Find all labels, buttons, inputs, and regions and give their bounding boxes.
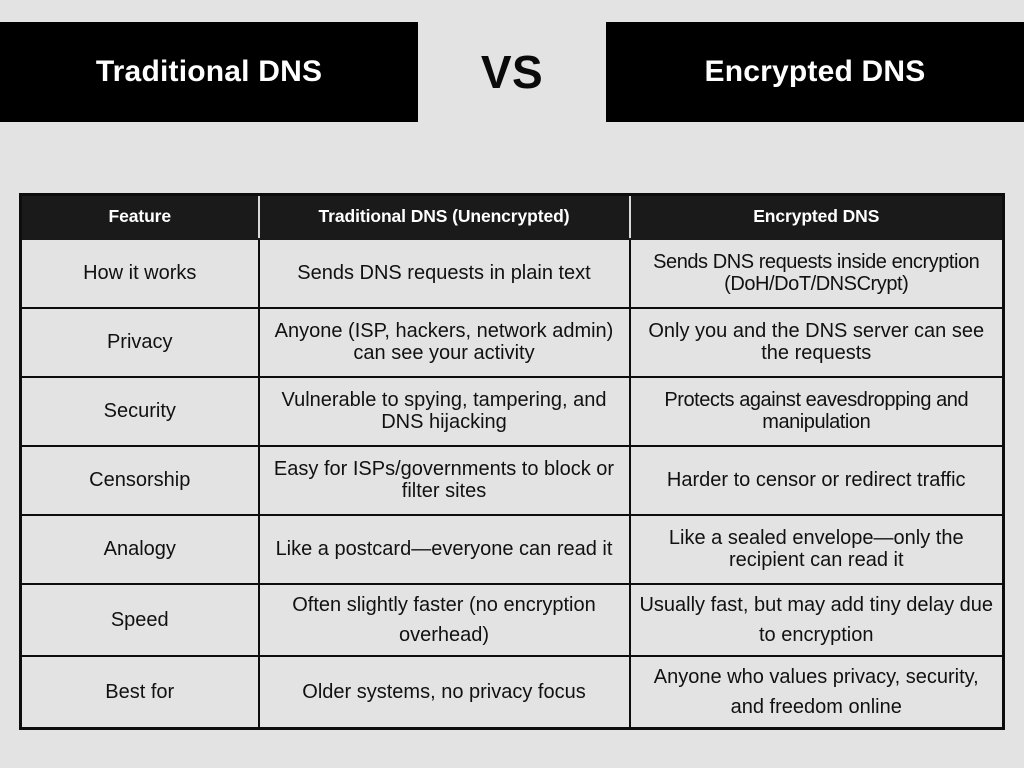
table-row: Censorship Easy for ISPs/governments to …	[19, 444, 1005, 516]
cell-feature: How it works	[19, 237, 260, 309]
cell-feature: Security	[19, 375, 260, 447]
cell-traditional: Anyone (ISP, hackers, network admin) can…	[257, 306, 631, 378]
cell-feature: Best for	[19, 654, 260, 729]
column-header-encrypted: Encrypted DNS	[628, 193, 1005, 240]
versus-text: VS	[480, 46, 544, 98]
cell-feature: Speed	[19, 582, 260, 657]
cell-traditional: Like a postcard—everyone can read it	[257, 513, 631, 585]
cell-encrypted: Usually fast, but may add tiny delay due…	[628, 582, 1005, 657]
table-row: Best for Older systems, no privacy focus…	[19, 654, 1005, 729]
column-header-feature: Feature	[19, 193, 260, 240]
cell-encrypted: Harder to censor or redirect traffic	[628, 444, 1005, 516]
cell-traditional: Vulnerable to spying, tampering, and DNS…	[257, 375, 631, 447]
table-body: How it works Sends DNS requests in plain…	[19, 237, 1005, 729]
encrypted-dns-banner: Encrypted DNS	[606, 22, 1024, 122]
cell-feature: Censorship	[19, 444, 260, 516]
table-row: Analogy Like a postcard—everyone can rea…	[19, 513, 1005, 585]
cell-encrypted: Sends DNS requests inside encryption (Do…	[628, 237, 1005, 309]
cell-traditional: Sends DNS requests in plain text	[257, 237, 631, 309]
cell-encrypted: Anyone who values privacy, security, and…	[628, 654, 1005, 729]
table-row: Security Vulnerable to spying, tampering…	[19, 375, 1005, 447]
header-band: Traditional DNS VS Encrypted DNS	[0, 22, 1024, 122]
cell-feature: Analogy	[19, 513, 260, 585]
table-header: Feature Traditional DNS (Unencrypted) En…	[19, 193, 1005, 240]
cell-traditional: Often slightly faster (no encryption ove…	[257, 582, 631, 657]
versus-label: VS	[418, 22, 606, 122]
encrypted-dns-banner-label: Encrypted DNS	[704, 55, 926, 88]
cell-traditional: Older systems, no privacy focus	[257, 654, 631, 729]
cell-traditional: Easy for ISPs/governments to block or fi…	[257, 444, 631, 516]
cell-encrypted: Protects against eavesdropping and manip…	[628, 375, 1005, 447]
column-header-traditional: Traditional DNS (Unencrypted)	[257, 193, 631, 240]
cell-encrypted: Like a sealed envelope—only the recipien…	[628, 513, 1005, 585]
table-row: Privacy Anyone (ISP, hackers, network ad…	[19, 306, 1005, 378]
table-row: Speed Often slightly faster (no encrypti…	[19, 582, 1005, 657]
table-row: How it works Sends DNS requests in plain…	[19, 237, 1005, 309]
cell-feature: Privacy	[19, 306, 260, 378]
cell-encrypted: Only you and the DNS server can see the …	[628, 306, 1005, 378]
traditional-dns-banner: Traditional DNS	[0, 22, 418, 122]
dns-comparison-table: Feature Traditional DNS (Unencrypted) En…	[19, 193, 1005, 730]
traditional-dns-banner-label: Traditional DNS	[95, 55, 323, 88]
table-header-row: Feature Traditional DNS (Unencrypted) En…	[19, 193, 1005, 240]
